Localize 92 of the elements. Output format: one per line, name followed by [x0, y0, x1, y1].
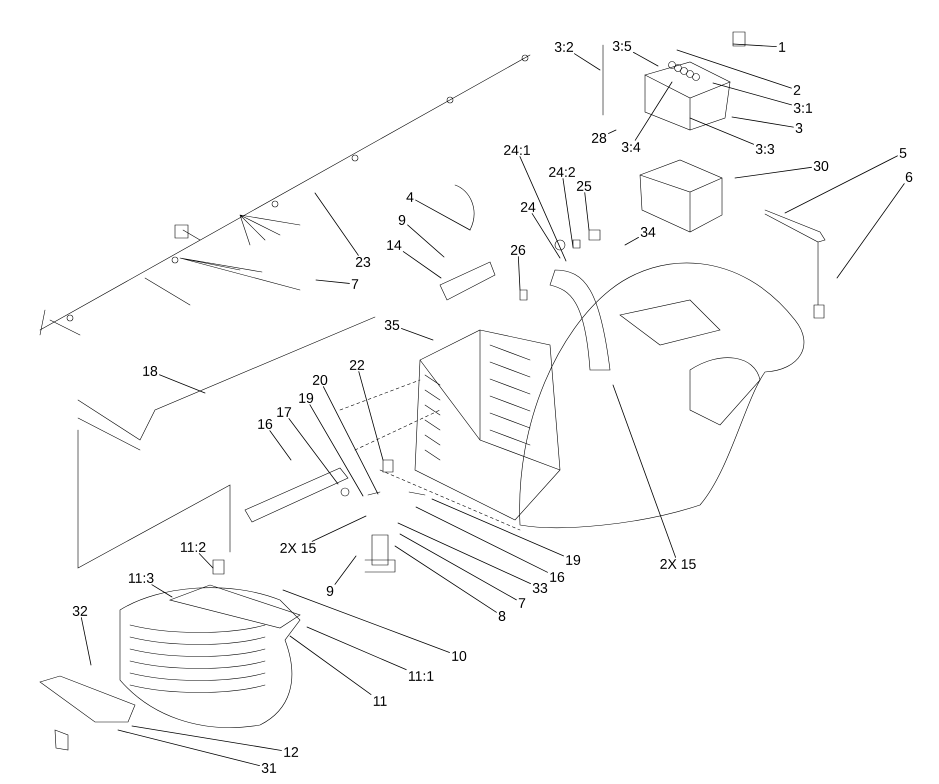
callout-number: 8 [498, 611, 506, 621]
leader-line [520, 156, 566, 262]
leader-line [784, 155, 898, 214]
leader-line [432, 498, 564, 556]
leader-line [574, 53, 600, 70]
leader-line [416, 506, 548, 573]
callout-number: 7 [352, 279, 358, 289]
callout-number: 19 [566, 555, 580, 565]
callout-number: 20 [312, 375, 328, 385]
leader-line [562, 178, 574, 248]
callout-number: 22 [350, 360, 364, 370]
callout-number: 18 [143, 366, 158, 376]
leader-line [732, 116, 794, 128]
leader-line [151, 584, 172, 598]
callout-number: 11 [374, 696, 387, 706]
callout-number: 24 [520, 202, 536, 212]
leader-line [400, 534, 517, 600]
callout-number: 17 [277, 407, 292, 417]
leader-line [306, 626, 407, 670]
leader-line [836, 183, 905, 278]
callout-number: 9 [326, 586, 334, 596]
callout-number: 2X 15 [280, 543, 316, 553]
callout-number: 3:1 [794, 103, 812, 113]
callout-number: 35 [384, 320, 400, 330]
callout-number: 3:5 [612, 41, 632, 51]
callout-number: 33 [532, 583, 548, 593]
callout-number: 3:3 [756, 144, 774, 154]
callout-number: 11:3 [128, 573, 154, 583]
callout-number: 5 [900, 148, 906, 158]
callout-number: 3:4 [622, 142, 640, 152]
callout-number: 2X 15 [660, 559, 696, 569]
callout-number: 4 [406, 192, 414, 202]
leader-line [314, 192, 359, 256]
callout-number: 32 [72, 606, 88, 616]
leader-line [532, 213, 560, 258]
callout-number: 19 [299, 393, 314, 403]
leader-line [407, 224, 444, 258]
leader-line [334, 556, 356, 585]
callout-number: 26 [510, 245, 526, 255]
callout-number: 11:1 [408, 671, 434, 681]
callout-number: 14 [387, 240, 402, 250]
leader-line [732, 44, 777, 48]
leader-line [288, 418, 338, 484]
leader-line [584, 192, 590, 230]
leader-line [322, 386, 378, 494]
leader-line [401, 328, 434, 340]
callout-number: 6 [906, 172, 912, 182]
leader-line [402, 251, 442, 278]
leader-line [624, 236, 639, 246]
leader-line [633, 52, 658, 66]
callout-number: 24:2 [549, 167, 575, 177]
leader-line [80, 617, 92, 666]
leader-line [290, 636, 372, 695]
leader-line [358, 371, 384, 460]
callout-number: 34 [640, 227, 656, 237]
callout-number: 10 [452, 651, 466, 661]
leader-line [198, 553, 214, 568]
callout-number: 30 [814, 161, 828, 171]
leader-line [309, 404, 364, 496]
leader-line [415, 200, 470, 230]
leader-line [712, 82, 792, 106]
leader-line [612, 384, 676, 558]
leader-line [282, 590, 450, 653]
leader-line [316, 280, 350, 284]
leader-line [518, 256, 520, 290]
leader-line [132, 726, 282, 751]
leader-line [394, 546, 497, 613]
callout-number: 23 [356, 257, 370, 267]
leader-line [734, 166, 812, 178]
callout-number: 25 [576, 181, 592, 191]
leader-line [398, 522, 531, 584]
callout-number: 16 [258, 419, 272, 429]
callout-number: 3 [796, 123, 802, 133]
leader-line [269, 430, 292, 460]
leader-line [312, 516, 366, 542]
callout-number: 9 [398, 215, 406, 225]
leader-line [118, 730, 260, 766]
callout-number: 11:2 [180, 542, 206, 552]
callout-number: 24:1 [504, 145, 530, 155]
callout-number: 12 [284, 747, 298, 757]
leader-line [676, 50, 792, 89]
callout-number: 1 [779, 42, 786, 52]
callout-number: 31 [262, 763, 276, 773]
leader-line [159, 374, 206, 394]
leader-line [634, 82, 672, 141]
callout-number: 2 [794, 85, 800, 95]
callout-number: 7 [518, 598, 526, 608]
leader-line [690, 118, 754, 145]
callout-number: 16 [550, 572, 564, 582]
callout-number: 3:2 [554, 42, 574, 52]
callout-number: 28 [592, 133, 606, 143]
leader-line [608, 130, 616, 134]
